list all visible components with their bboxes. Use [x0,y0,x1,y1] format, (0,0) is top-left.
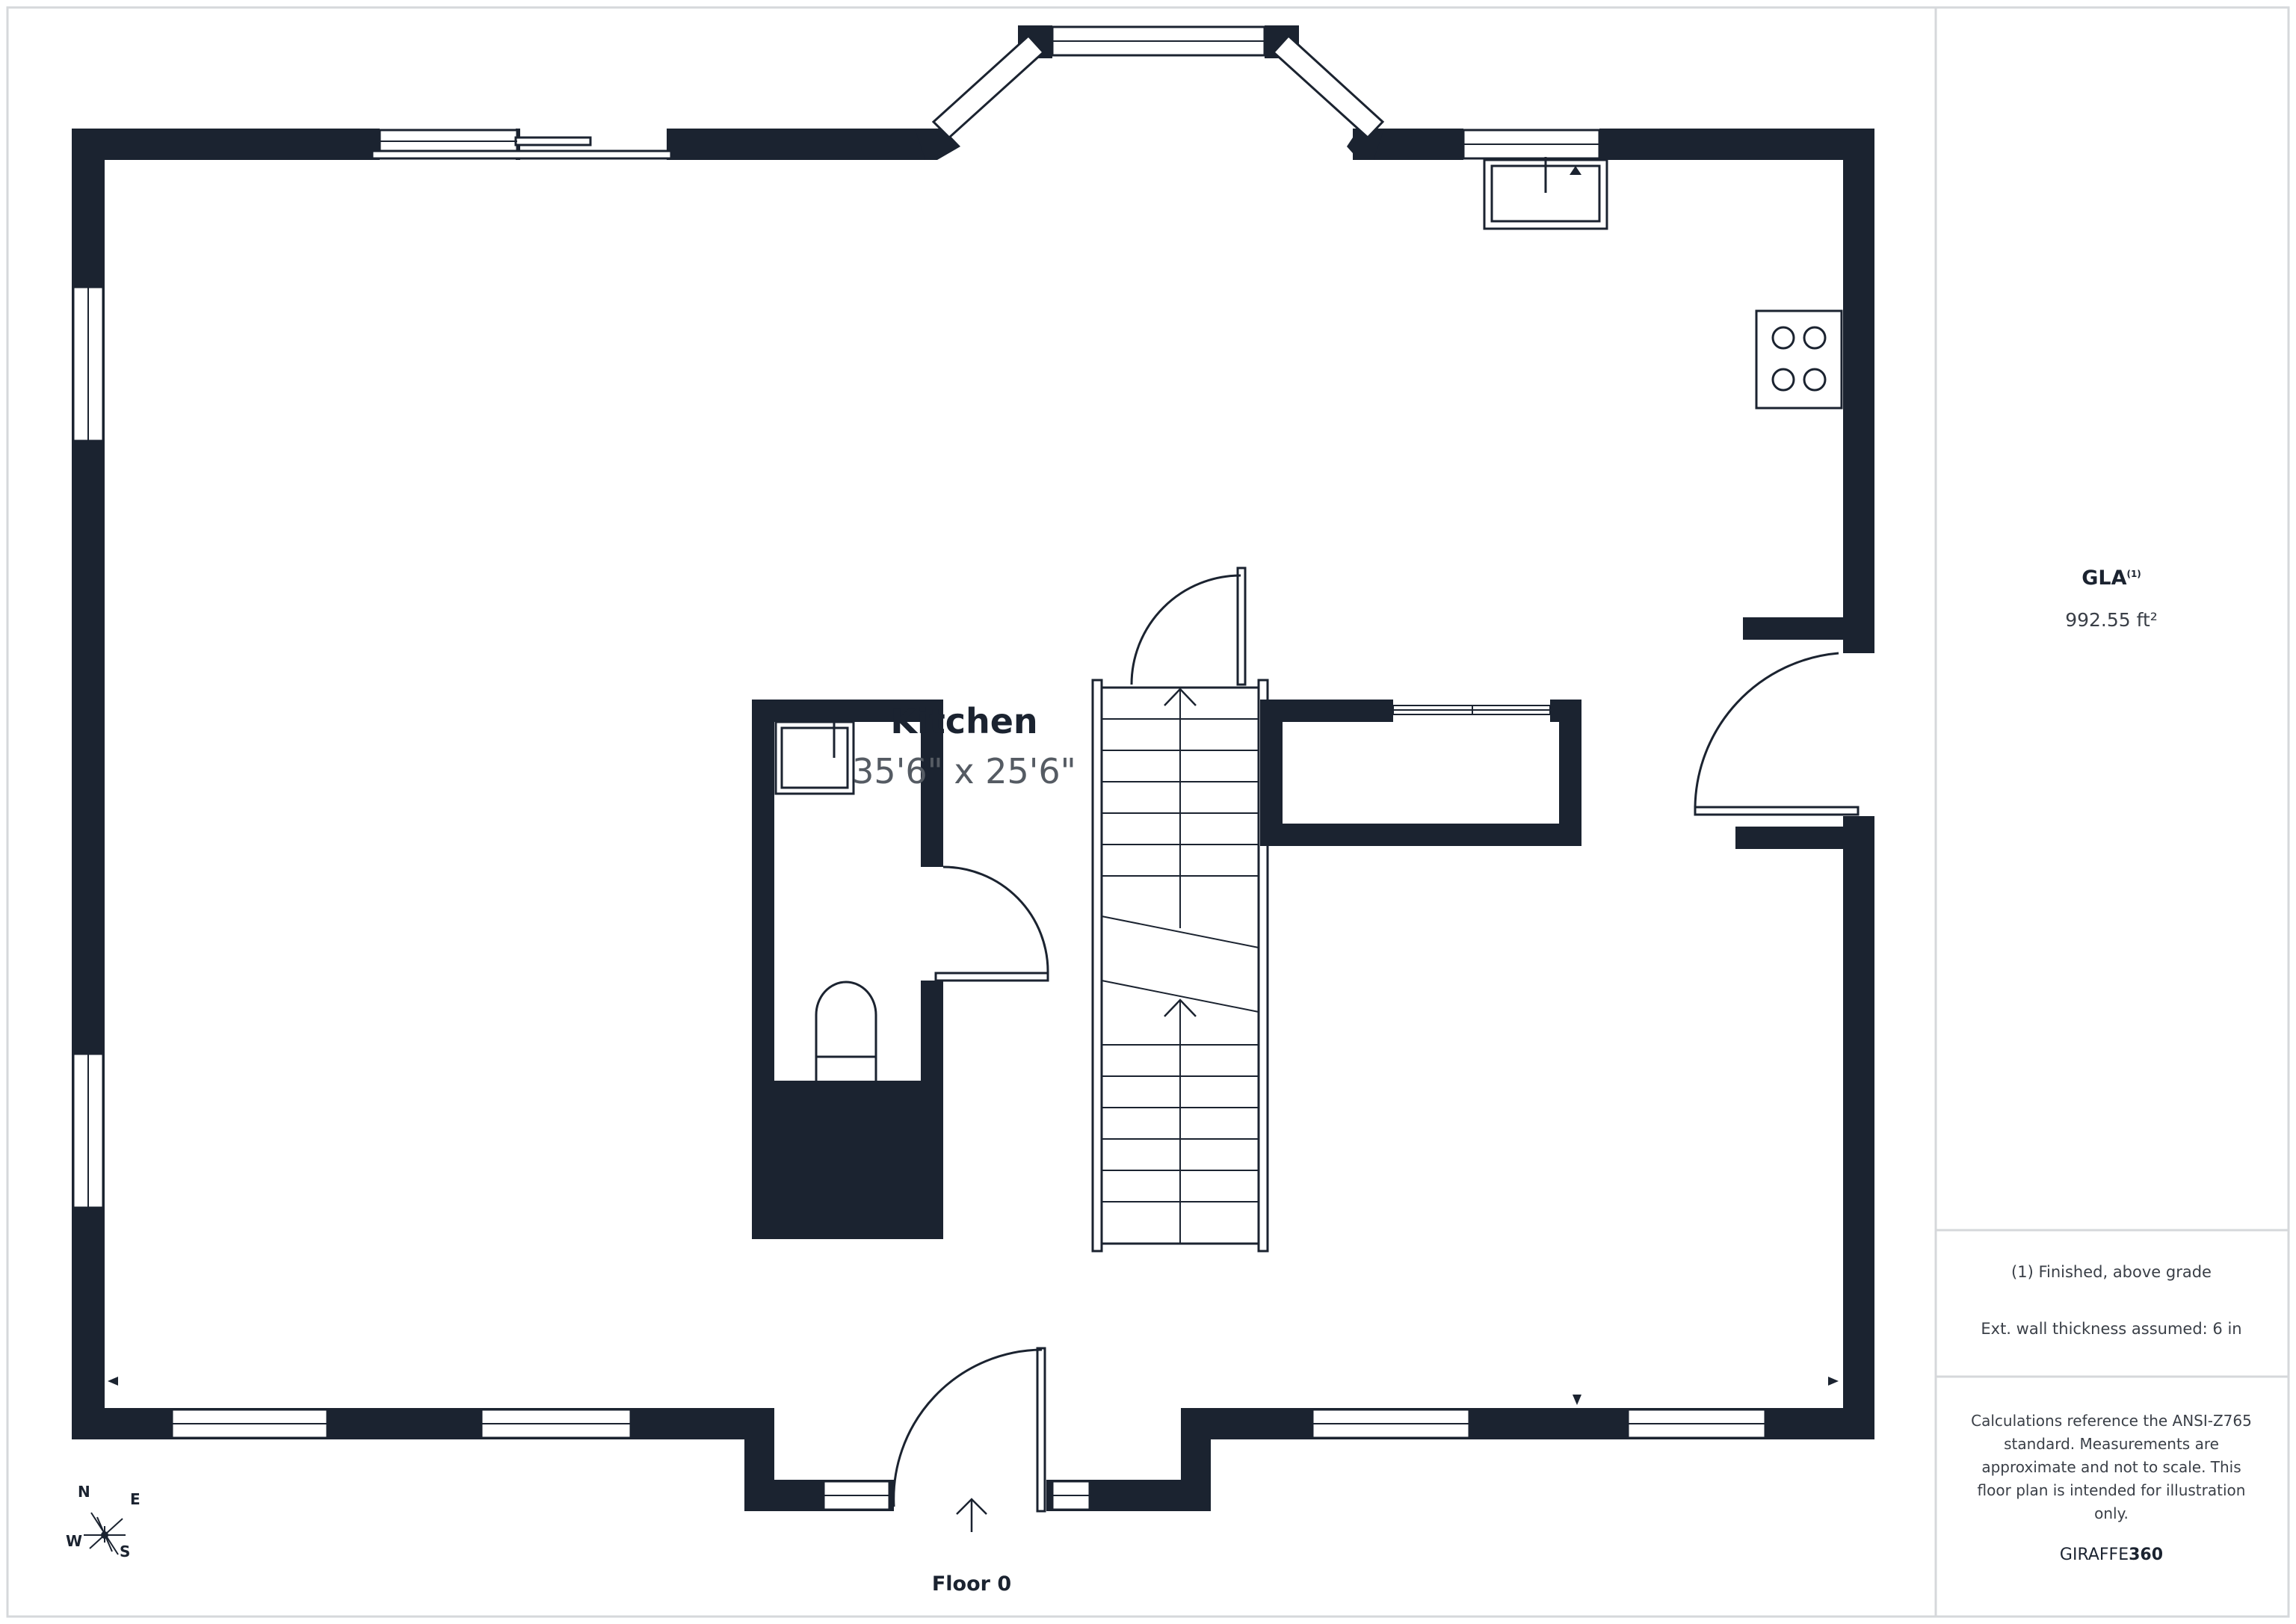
stair-door [1130,566,1247,686]
page-border [6,6,2290,1618]
gla-superscript: (1) [2126,569,2141,579]
note-finished: (1) Finished, above grade [2011,1263,2212,1281]
bathroom-walls [752,700,943,1239]
bathroom-fixtures [774,720,877,1081]
front-door [892,1347,1046,1513]
sink-icon [1483,157,1608,230]
stair-arrow-icon [1164,688,1197,1017]
compass-north-label: N [78,1483,90,1501]
dimension-markers [108,1377,1839,1405]
compass-east-label: E [130,1490,141,1508]
gla-value: 992.55 ft² [2065,609,2158,631]
stove-icon [1755,309,1843,410]
room-name: Kitchen [890,701,1038,741]
note-wall-thickness: Ext. wall thickness assumed: 6 in [1981,1320,2242,1338]
compass-south-label: S [120,1543,131,1560]
compass-icon [84,1512,126,1555]
closet-sliding-door [1392,705,1551,715]
floor-label: Floor 0 [931,1572,1012,1596]
closet-walls [1260,700,1581,846]
toilet-icon [815,981,877,1081]
stair-treads [1101,688,1259,1244]
side-door [1694,652,1860,816]
brand-prefix: GIRAFFE [2059,1546,2129,1564]
brand-suffix: 360 [2129,1546,2164,1564]
note-calculations: Calculations reference the ANSI-Z765 sta… [1971,1412,2252,1522]
compass-west-label: W [66,1532,83,1550]
gla-label: GLA [2081,566,2127,590]
bathroom-door [934,865,1049,982]
window-lines [87,40,1765,1496]
entry-arrow-icon [956,1498,987,1532]
sink-arrow-icon [1570,166,1581,175]
brand-logo: GIRAFFE360 [1936,1546,2287,1564]
gla-title: GLA(1) [1936,566,2287,590]
room-dimensions: 35'6" x 25'6" [852,751,1076,791]
